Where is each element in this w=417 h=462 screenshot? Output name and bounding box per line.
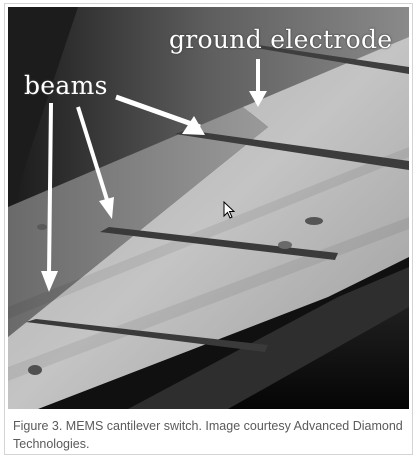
mouse-pointer-icon bbox=[223, 201, 235, 219]
figure-caption: Figure 3. MEMS cantilever switch. Image … bbox=[13, 419, 403, 451]
figure-panel: ground electrode beams Figure 3. MEMS ca… bbox=[4, 3, 413, 455]
cantilever-beams bbox=[26, 45, 409, 352]
mems-switch-photo: ground electrode beams bbox=[8, 7, 409, 409]
annotation-arrows bbox=[41, 59, 267, 292]
beams-label: beams bbox=[24, 71, 108, 100]
mems-micrograph bbox=[8, 7, 409, 409]
ground-electrode-label: ground electrode bbox=[169, 25, 393, 54]
